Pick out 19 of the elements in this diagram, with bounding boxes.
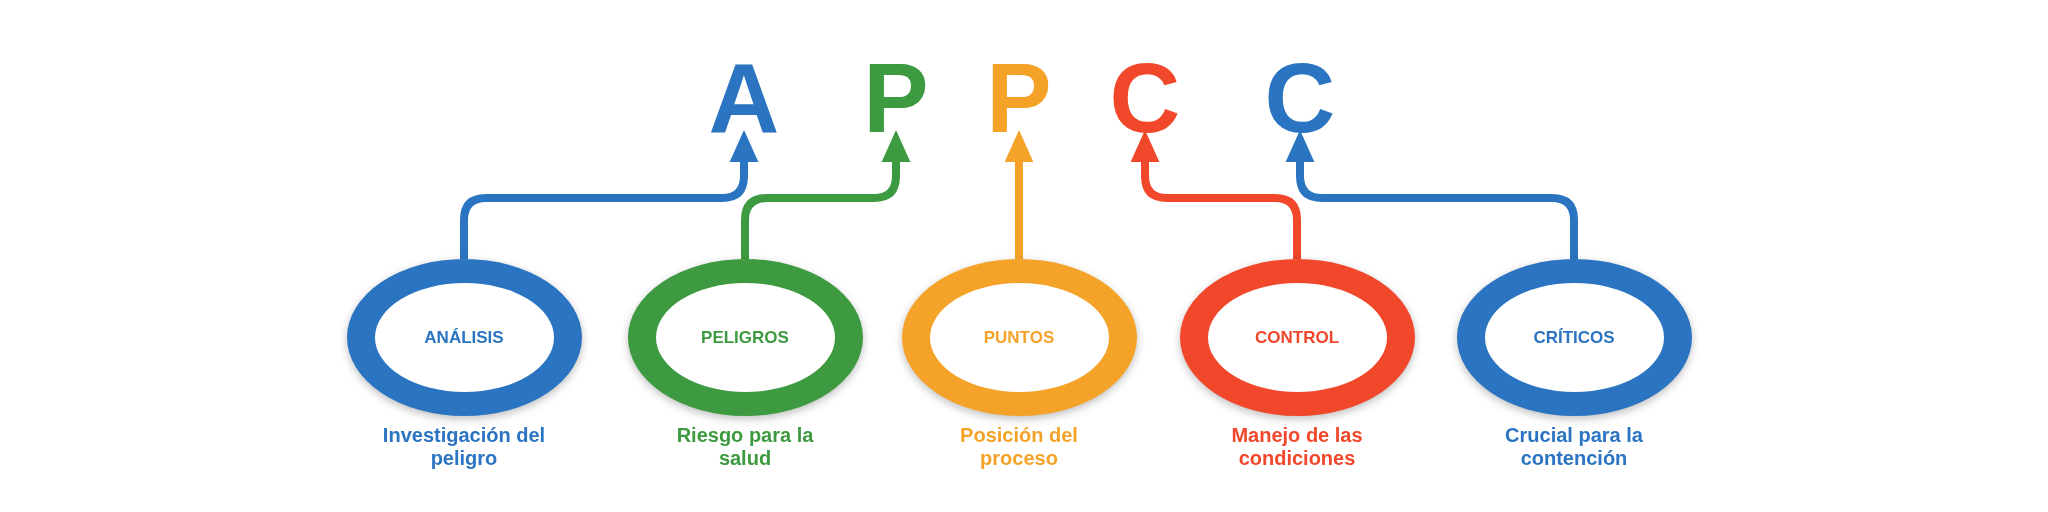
description-text: Riesgo para la salud — [675, 424, 815, 470]
circle-label: PUNTOS — [983, 327, 1055, 348]
circle-label: CRÍTICOS — [1533, 327, 1615, 348]
acronym-letter: C — [1100, 58, 1190, 138]
acronym-letter: P — [974, 58, 1064, 138]
circle-label: ANÁLISIS — [424, 327, 504, 348]
acronym-letter: P — [851, 58, 941, 138]
connector-arrow — [1004, 130, 1034, 259]
connector-arrow — [460, 130, 759, 259]
connector-arrow — [1130, 130, 1301, 259]
circle-label: CONTROL — [1254, 327, 1339, 348]
description-text: Posición del proceso — [959, 424, 1079, 470]
connector-arrow — [741, 130, 911, 259]
circle-label: PELIGROS — [701, 327, 789, 348]
description-text: Manejo de las condiciones — [1230, 424, 1364, 470]
description-text: Investigación del peligro — [381, 424, 547, 470]
description-text: Crucial para la contención — [1504, 424, 1644, 470]
acronym-letter: C — [1255, 58, 1345, 138]
acronym-letter: A — [699, 58, 789, 138]
